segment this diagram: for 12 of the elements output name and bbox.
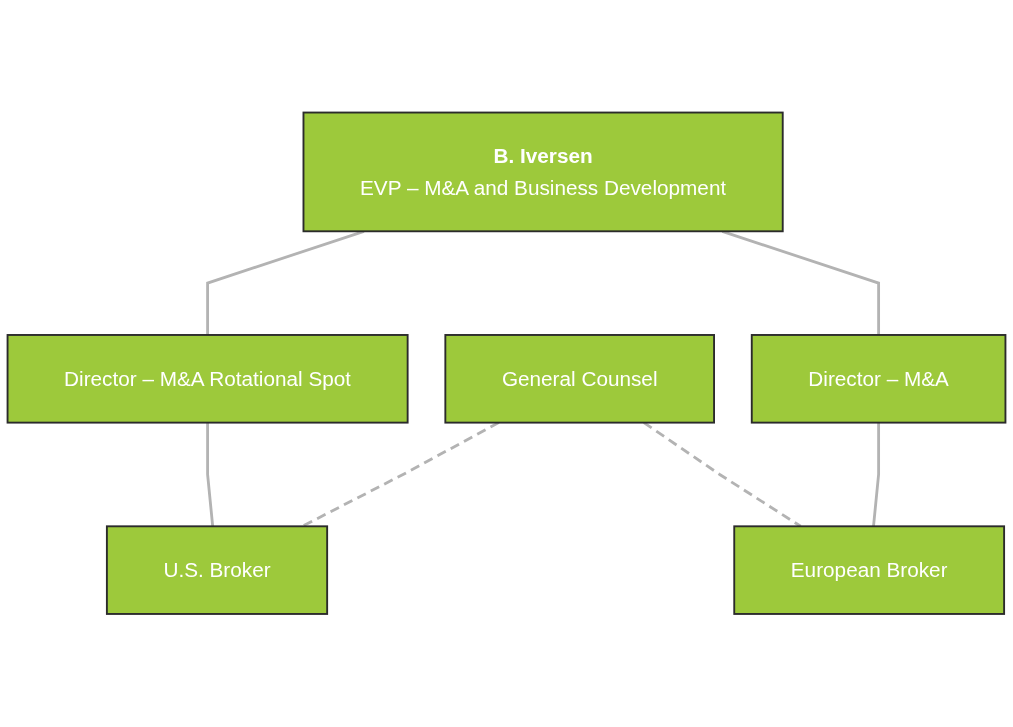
node-box: U.S. Broker: [105, 525, 329, 616]
connector: [206, 230, 365, 336]
connector: [872, 422, 880, 527]
connector: [721, 230, 880, 336]
node-box: European Broker: [733, 525, 1006, 616]
node-box: Director – M&A: [750, 334, 1007, 424]
connector: [643, 421, 802, 528]
node-box: Director – M&A Rotational Spot: [6, 334, 409, 424]
connector: [301, 421, 500, 528]
node-box: B. Iversen EVP – M&A and Business Development: [302, 111, 784, 233]
connector: [206, 422, 215, 527]
node-box: General Counsel: [444, 334, 715, 424]
